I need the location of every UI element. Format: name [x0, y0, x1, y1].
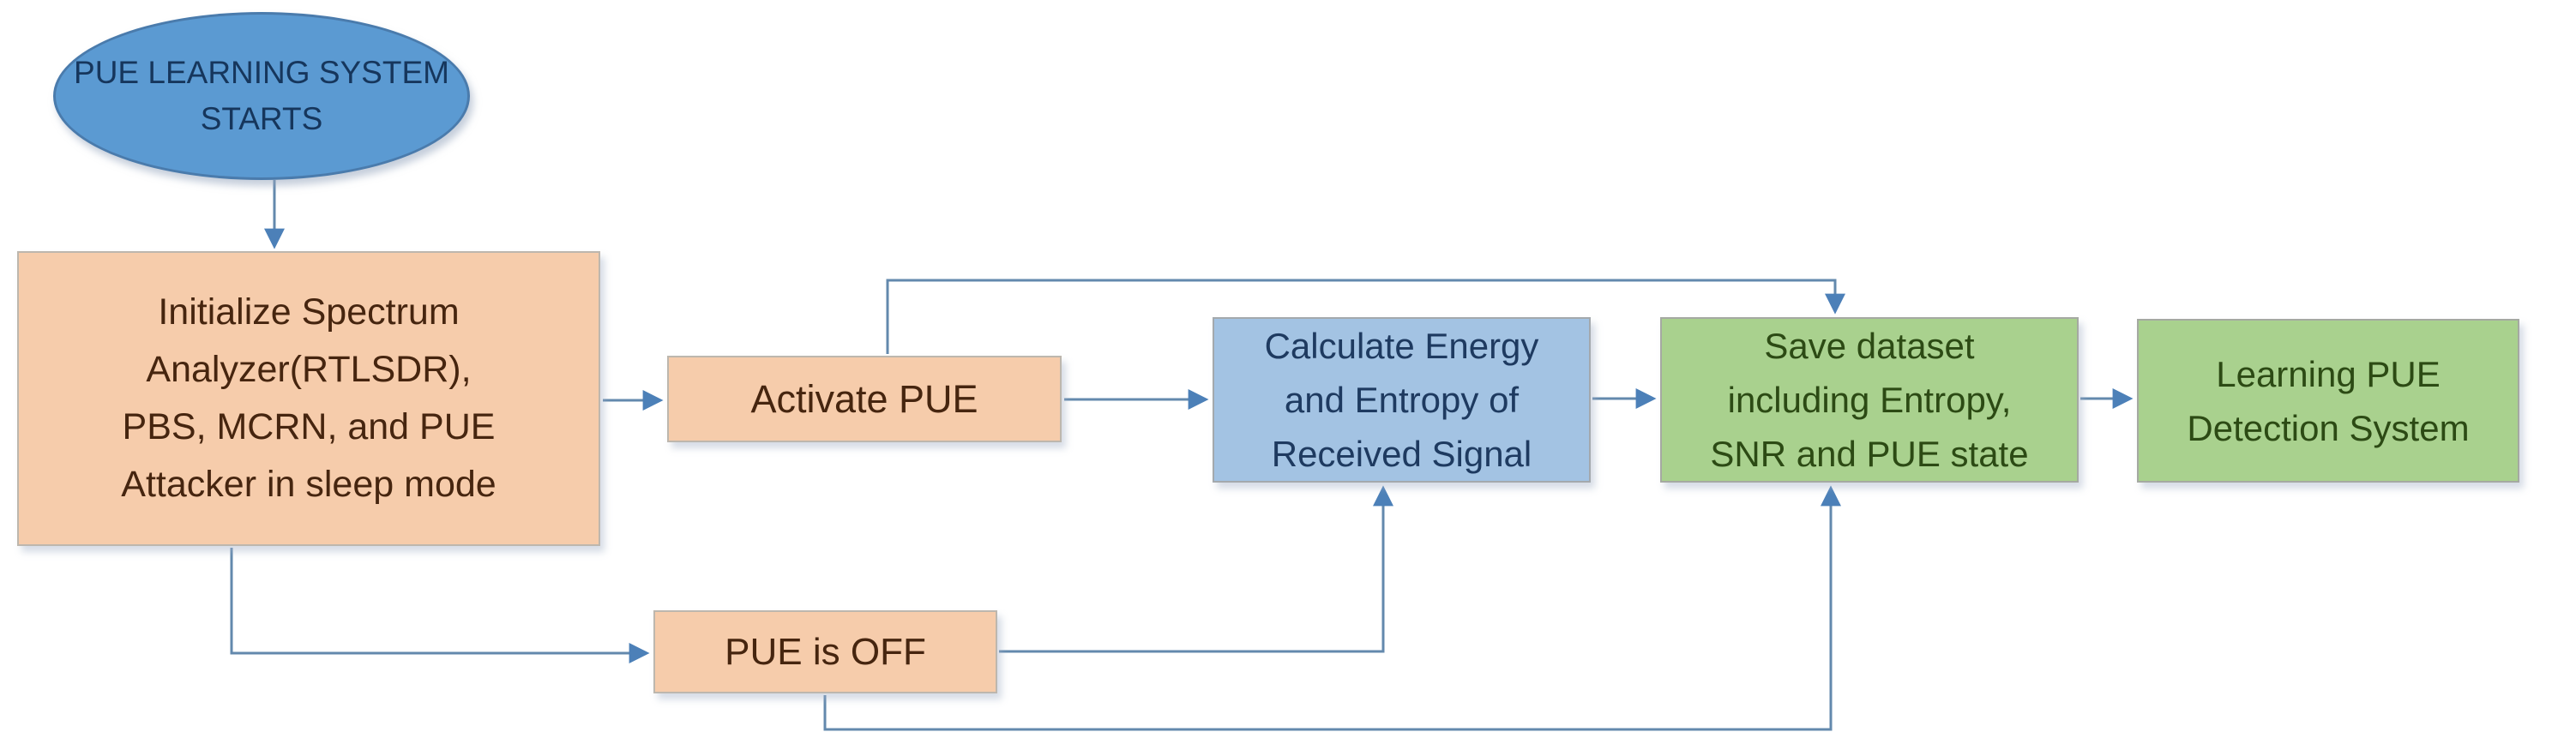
learning-pue-detection-system-node: Learning PUE Detection System [2137, 319, 2519, 483]
save-dataset-node: Save dataset including Entropy, SNR and … [1660, 317, 2079, 483]
initialize-spectrum-analyzer-node: Initialize Spectrum Analyzer(RTLSDR), PB… [17, 251, 600, 546]
pue-is-off-node: PUE is OFF [653, 610, 997, 693]
edge-pue-off-to-save-bottom-feedback [823, 485, 1841, 731]
start-terminator-node: PUE LEARNING SYSTEM STARTS [53, 12, 470, 180]
edge-init-to-pue-off [230, 548, 650, 663]
edge-pue-off-to-calc [999, 485, 1393, 653]
edge-activate-to-save-top-feedback [886, 279, 1845, 354]
activate-pue-node: Activate PUE [667, 356, 1062, 442]
calculate-energy-entropy-node: Calculate Energy and Entropy of Received… [1213, 317, 1591, 483]
